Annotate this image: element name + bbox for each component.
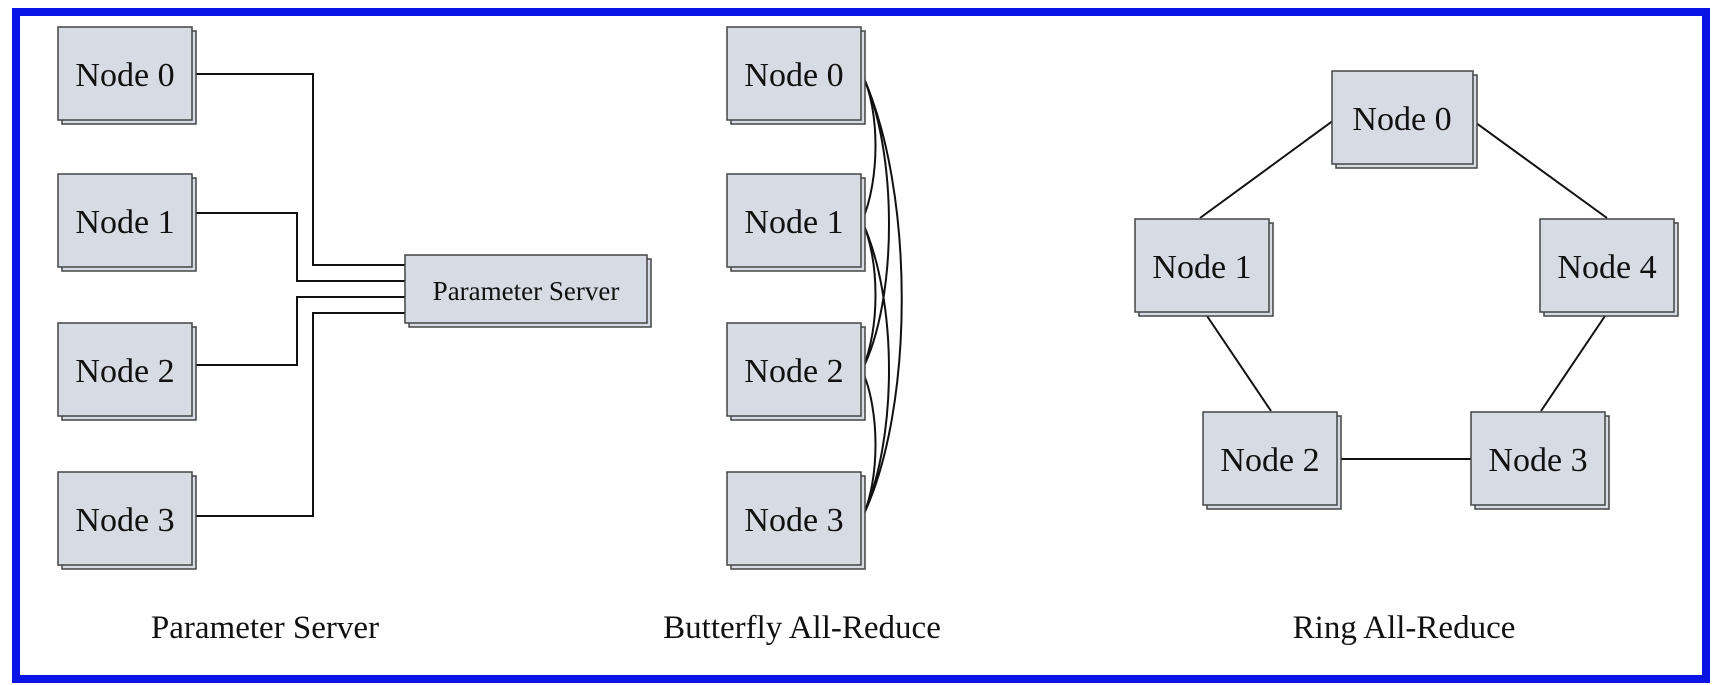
ring-node-1: Node 1 — [1134, 218, 1274, 317]
ring-connectors — [1199, 119, 1608, 460]
ring-link-0-1 — [1199, 119, 1335, 219]
ring-node-3: Node 3 — [1470, 411, 1610, 510]
ring-link-4-3 — [1540, 312, 1608, 412]
caption-butterfly-all-reduce: Butterfly All-Reduce — [663, 610, 941, 646]
bf-link-0-3 — [861, 73, 903, 519]
ps-connectors — [193, 73, 405, 517]
bf-link-0-2 — [861, 73, 890, 371]
ps-node-2-label: Node 2 — [75, 353, 174, 390]
ps-link-node-2 — [193, 296, 405, 366]
bf-node-3: Node 3 — [726, 471, 866, 570]
ps-link-node-1 — [193, 212, 405, 282]
panel-parameter-server: Node 0 Node 1 Node 2 Node 3 Parameter Se… — [57, 26, 652, 646]
ring-node-3-label: Node 3 — [1488, 442, 1587, 479]
caption-ring-all-reduce: Ring All-Reduce — [1293, 610, 1516, 646]
bf-node-2: Node 2 — [726, 322, 866, 421]
bf-link-1-3 — [861, 220, 890, 519]
ring-link-0-4 — [1471, 119, 1608, 219]
bf-node-0-label: Node 0 — [744, 57, 843, 94]
parameter-server-box: Parameter Server — [404, 254, 652, 328]
ps-node-3-label: Node 3 — [75, 502, 174, 539]
butterfly-connectors — [861, 73, 903, 519]
ring-node-2: Node 2 — [1202, 411, 1342, 510]
bf-node-0: Node 0 — [726, 26, 866, 125]
ring-node-0: Node 0 — [1331, 70, 1478, 169]
ring-node-1-label: Node 1 — [1152, 249, 1251, 286]
ps-node-1-label: Node 1 — [75, 204, 174, 241]
panel-ring-all-reduce: Node 0 Node 1 Node 4 Node 2 Node 3 Ring … — [1134, 70, 1679, 646]
ps-node-2: Node 2 — [57, 322, 197, 421]
bf-node-2-label: Node 2 — [744, 353, 843, 390]
ps-node-0: Node 0 — [57, 26, 197, 125]
bf-node-3-label: Node 3 — [744, 502, 843, 539]
parameter-server-box-label: Parameter Server — [433, 276, 620, 306]
bf-link-2-3 — [861, 369, 877, 519]
panel-butterfly-all-reduce: Node 0 Node 1 Node 2 Node 3 Butterfly Al… — [663, 26, 941, 646]
bf-node-1: Node 1 — [726, 173, 866, 272]
ps-link-node-3 — [193, 312, 405, 517]
ring-node-4-label: Node 4 — [1557, 249, 1656, 286]
ring-node-2-label: Node 2 — [1220, 442, 1319, 479]
ring-node-4: Node 4 — [1539, 218, 1679, 317]
caption-parameter-server: Parameter Server — [151, 610, 379, 646]
ps-node-3: Node 3 — [57, 471, 197, 570]
ring-node-0-label: Node 0 — [1352, 101, 1451, 138]
ps-node-1: Node 1 — [57, 173, 197, 272]
ring-link-1-2 — [1204, 312, 1272, 412]
bf-node-1-label: Node 1 — [744, 204, 843, 241]
ps-link-node-0 — [193, 73, 405, 266]
ps-node-0-label: Node 0 — [75, 57, 174, 94]
